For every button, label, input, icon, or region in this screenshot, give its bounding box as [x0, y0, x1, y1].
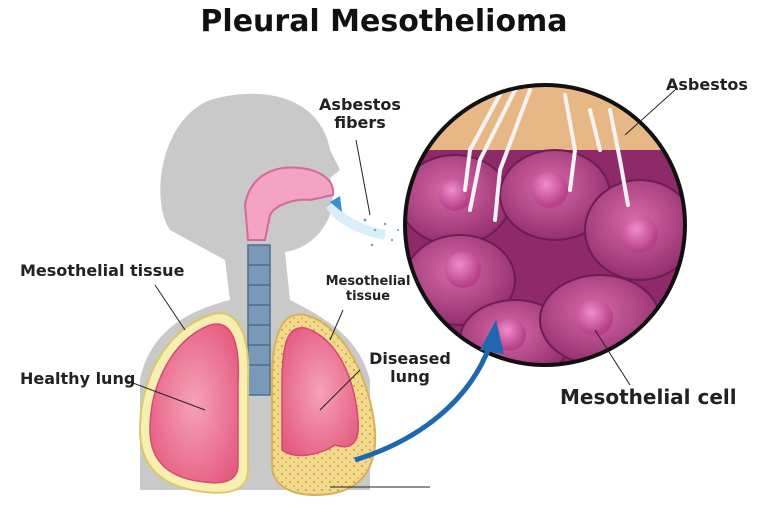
asbestos-fibers-label-line2: fibers: [334, 113, 386, 133]
mesothelial-tissue-left-label: Mesothelial tissue: [20, 261, 185, 280]
diseased-lung-label: Diseased lung: [365, 349, 455, 387]
leader-lines: [124, 89, 676, 488]
mesothelial-tissue-right-line1: Mesothelial: [325, 274, 411, 289]
asbestos-fibers-label-line1: Asbestos: [319, 95, 401, 114]
magnify-arrow: [354, 320, 504, 463]
inhaled-fibers: [325, 196, 400, 247]
healthy-lung-label: Healthy lung: [20, 369, 136, 388]
diseased-lung-label-line2: lung: [390, 367, 430, 387]
mesothelial-tissue-right-line2: tissue: [345, 288, 391, 304]
asbestos-label: Asbestos: [666, 75, 748, 94]
mesothelial-tissue-right-label: Mesothelial tissue: [318, 274, 418, 305]
mesothelial-cell-label: Mesothelial cell: [560, 385, 737, 409]
nasal-cavity: [243, 166, 335, 241]
trachea: [247, 244, 271, 396]
magnified-cells: [403, 83, 687, 367]
asbestos-fibers-label: Asbestos fibers: [315, 95, 405, 133]
diseased-lung: [271, 313, 377, 497]
page-title: Pleural Mesothelioma: [200, 4, 568, 39]
healthy-lung: [138, 312, 250, 494]
diseased-lung-label-line1: Diseased: [369, 349, 451, 368]
